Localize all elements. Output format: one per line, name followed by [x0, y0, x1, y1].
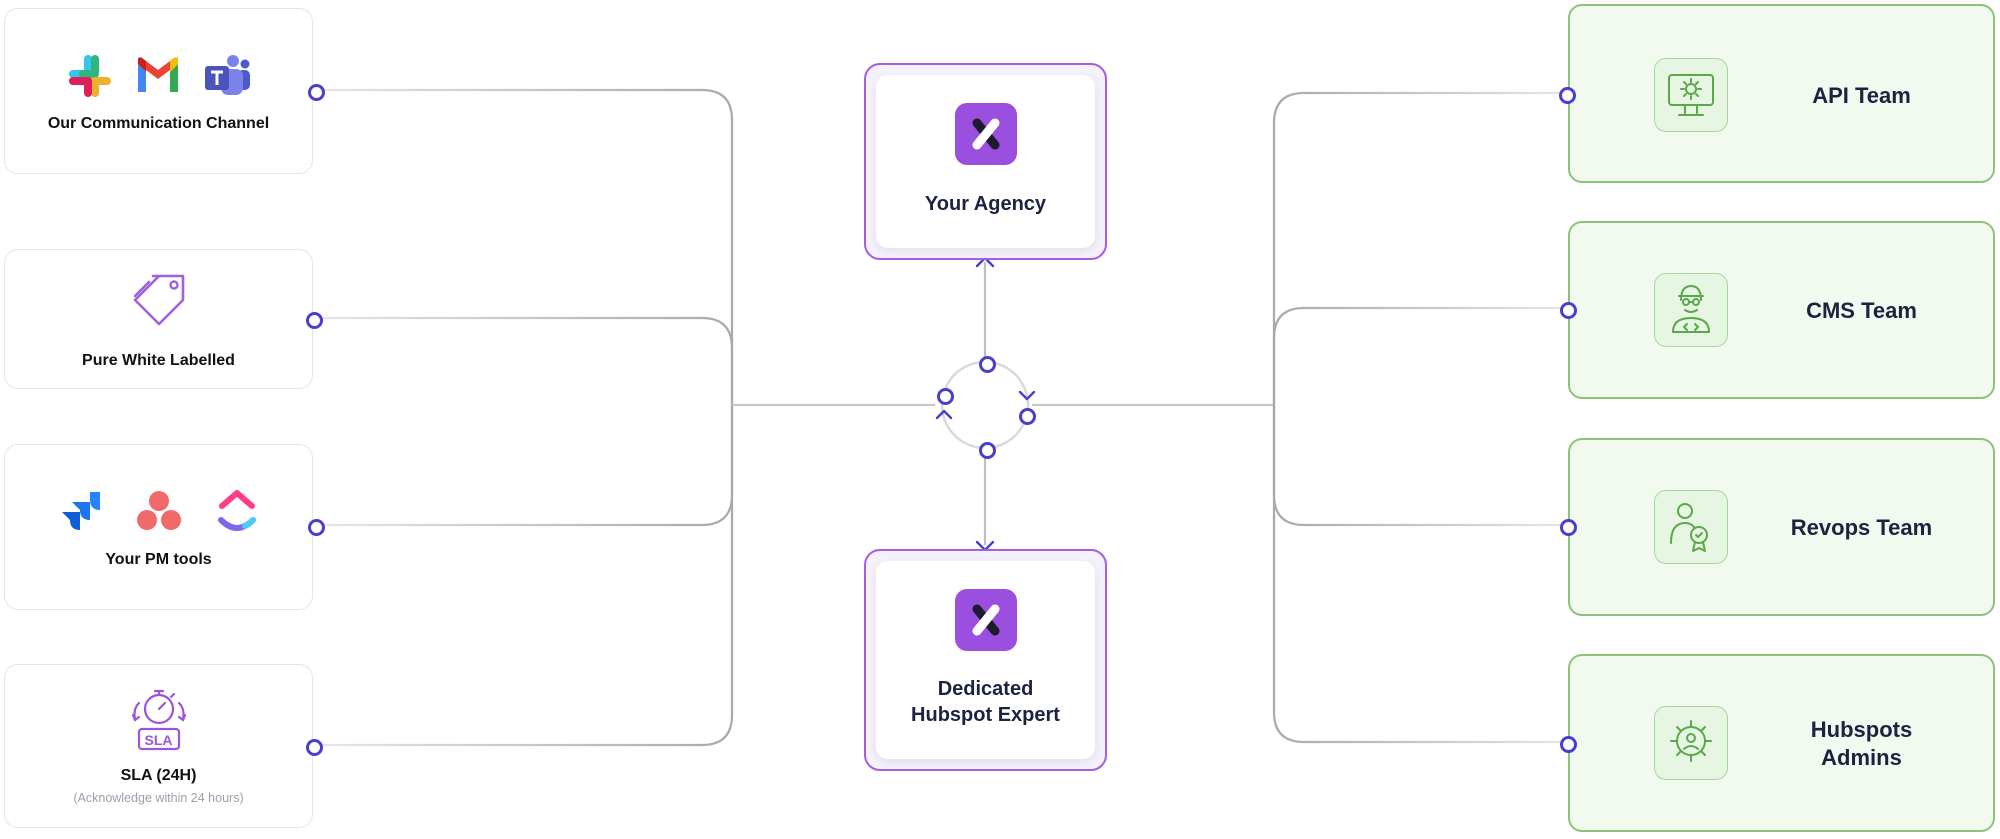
connector-dot[interactable]	[306, 312, 323, 329]
clickup-icon	[217, 490, 256, 531]
team-icon-box	[1654, 706, 1728, 780]
card-hubspots-admins: Hubspots Admins	[1568, 654, 1995, 832]
stopwatch-sla-icon: SLA	[127, 687, 191, 753]
card-api-team: API Team	[1568, 4, 1995, 183]
card-revops-team: Revops Team	[1568, 438, 1995, 616]
sla-icon-text: SLA	[144, 732, 173, 748]
hub-dot-right[interactable]	[1019, 408, 1036, 425]
agency-logo	[954, 103, 1017, 165]
card-title-line1: Dedicated	[937, 678, 1034, 700]
card-inner: Dedicated Hubspot Expert	[876, 561, 1095, 759]
line-admins	[1272, 405, 1566, 744]
line-communication	[322, 88, 734, 405]
line-sla	[320, 405, 734, 747]
hub-dot-bottom[interactable]	[979, 442, 996, 459]
team-icon-box	[1654, 490, 1728, 564]
card-title: Revops Team	[1790, 515, 1933, 540]
line-white-label	[320, 316, 734, 405]
monitor-gear-icon	[1668, 74, 1714, 116]
slack-icon	[68, 55, 111, 97]
team-icon-box	[1654, 273, 1728, 347]
card-title: CMS Team	[1806, 298, 1917, 323]
tag-icon	[133, 274, 184, 326]
card-inner: Your Agency	[876, 75, 1095, 248]
hub-dot-left[interactable]	[937, 388, 954, 405]
connector-dot[interactable]	[1559, 87, 1576, 104]
card-sla: SLA SLA (24H) (Acknowledge within 24 hou…	[4, 664, 313, 828]
card-title: Your Agency	[924, 193, 1047, 215]
card-title-line1: Hubspots	[1810, 717, 1913, 742]
gmail-icon	[137, 57, 178, 92]
card-title: Your PM tools	[105, 551, 212, 568]
line-revops	[1272, 405, 1566, 527]
white-label-icons	[5, 272, 312, 330]
connector-dot[interactable]	[1560, 302, 1577, 319]
line-pm-tools	[322, 405, 734, 527]
card-title: API Team	[1812, 83, 1911, 108]
connector-dot[interactable]	[308, 84, 325, 101]
card-communication-channel: Our Communication Channel	[4, 8, 313, 174]
line-api	[1272, 91, 1566, 405]
card-title-line2: Hubspot Expert	[911, 704, 1060, 726]
communication-icons	[5, 53, 312, 99]
card-your-agency: Your Agency	[864, 63, 1107, 260]
card-dedicated-hubspot-expert: Dedicated Hubspot Expert	[864, 549, 1107, 771]
line-cms	[1272, 306, 1566, 405]
teams-icon	[204, 55, 250, 95]
card-title-line2: Admins	[1821, 745, 1902, 770]
card-pm-tools: Your PM tools	[4, 444, 313, 610]
connector-dot[interactable]	[1560, 736, 1577, 753]
jira-icon	[61, 492, 100, 530]
sla-icons: SLA	[5, 687, 312, 753]
card-title: SLA (24H)	[120, 767, 197, 784]
person-badge-icon	[1670, 503, 1708, 552]
connector-dot[interactable]	[308, 519, 325, 536]
chevron-up-icon	[935, 409, 953, 420]
card-cms-team: CMS Team	[1568, 221, 1995, 399]
team-icon-box	[1654, 58, 1728, 132]
card-title: Pure White Labelled	[82, 352, 235, 369]
pm-tools-icons	[5, 488, 312, 534]
asana-icon	[136, 491, 181, 530]
chevron-down-icon	[1018, 390, 1036, 401]
admin-gear-icon	[1670, 720, 1712, 762]
connector-dot[interactable]	[306, 739, 323, 756]
card-white-labelled: Pure White Labelled	[4, 249, 313, 389]
card-subtitle: (Acknowledge within 24 hours)	[73, 791, 244, 805]
connector-dot[interactable]	[1560, 519, 1577, 536]
developer-icon	[1672, 285, 1710, 333]
expert-logo	[954, 589, 1017, 651]
hub-ring	[940, 360, 1030, 450]
hub-dot-top[interactable]	[979, 356, 996, 373]
cross-logo-icon	[972, 604, 999, 636]
cross-logo-icon	[972, 118, 999, 150]
card-title: Our Communication Channel	[47, 115, 270, 132]
